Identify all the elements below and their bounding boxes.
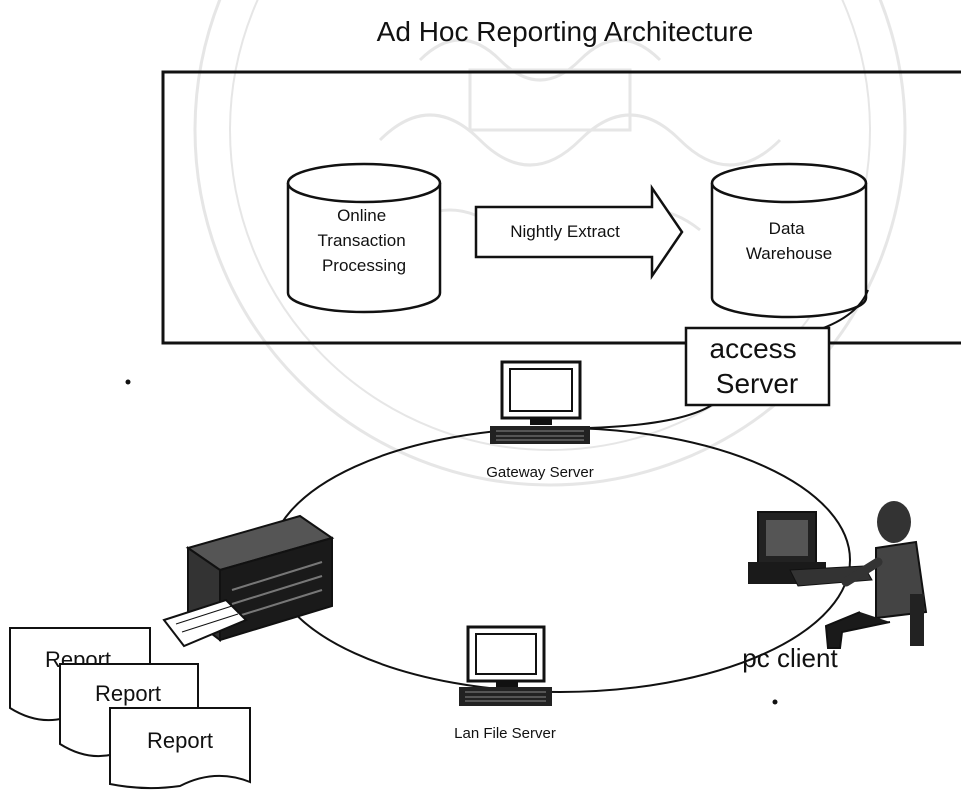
data-warehouse-database: Data Warehouse <box>710 162 868 319</box>
gateway-server-label: Gateway Server <box>486 464 594 481</box>
report-label-3: Report <box>147 728 213 753</box>
access-server-line-1: access <box>710 333 797 364</box>
pc-client-workstation-icon <box>748 501 928 649</box>
access-server-box: access Server <box>684 326 831 407</box>
diagram-title: Ad Hoc Reporting Architecture <box>377 16 754 47</box>
access-server-line-2: Server <box>716 368 798 399</box>
report-label-2: Report <box>95 681 161 706</box>
oltp-database: Online Transaction Processing <box>286 162 442 314</box>
lan-file-server-label: Lan File Server <box>454 725 556 742</box>
nightly-extract-arrow: Nightly Extract <box>474 183 684 281</box>
gateway-server-computer-icon <box>490 360 590 444</box>
svg-text:Online Transaction: Online Transaction Processing <box>318 206 411 275</box>
svg-text:access Server: access Server <box>710 333 805 399</box>
printer-icon <box>162 514 335 648</box>
nightly-extract-label: Nightly Extract <box>510 222 620 241</box>
svg-text:Data Warehouse: Data Warehouse <box>746 219 832 263</box>
oltp-label-line-2: Transaction <box>318 231 406 250</box>
stray-dot-2 <box>772 699 778 705</box>
lan-file-server-computer-icon <box>459 625 552 706</box>
gateway-link <box>587 404 713 429</box>
stray-dot-1 <box>125 379 131 385</box>
oltp-label-line-1: Online <box>337 206 386 225</box>
report-document-3: Report <box>109 707 251 790</box>
warehouse-label-line-1: Data <box>769 219 805 238</box>
oltp-label-line-3: Processing <box>322 256 406 275</box>
data-environment-boundary <box>161 70 961 345</box>
pc-client-label: pc client <box>742 643 838 673</box>
warehouse-label-line-2: Warehouse <box>746 244 832 263</box>
